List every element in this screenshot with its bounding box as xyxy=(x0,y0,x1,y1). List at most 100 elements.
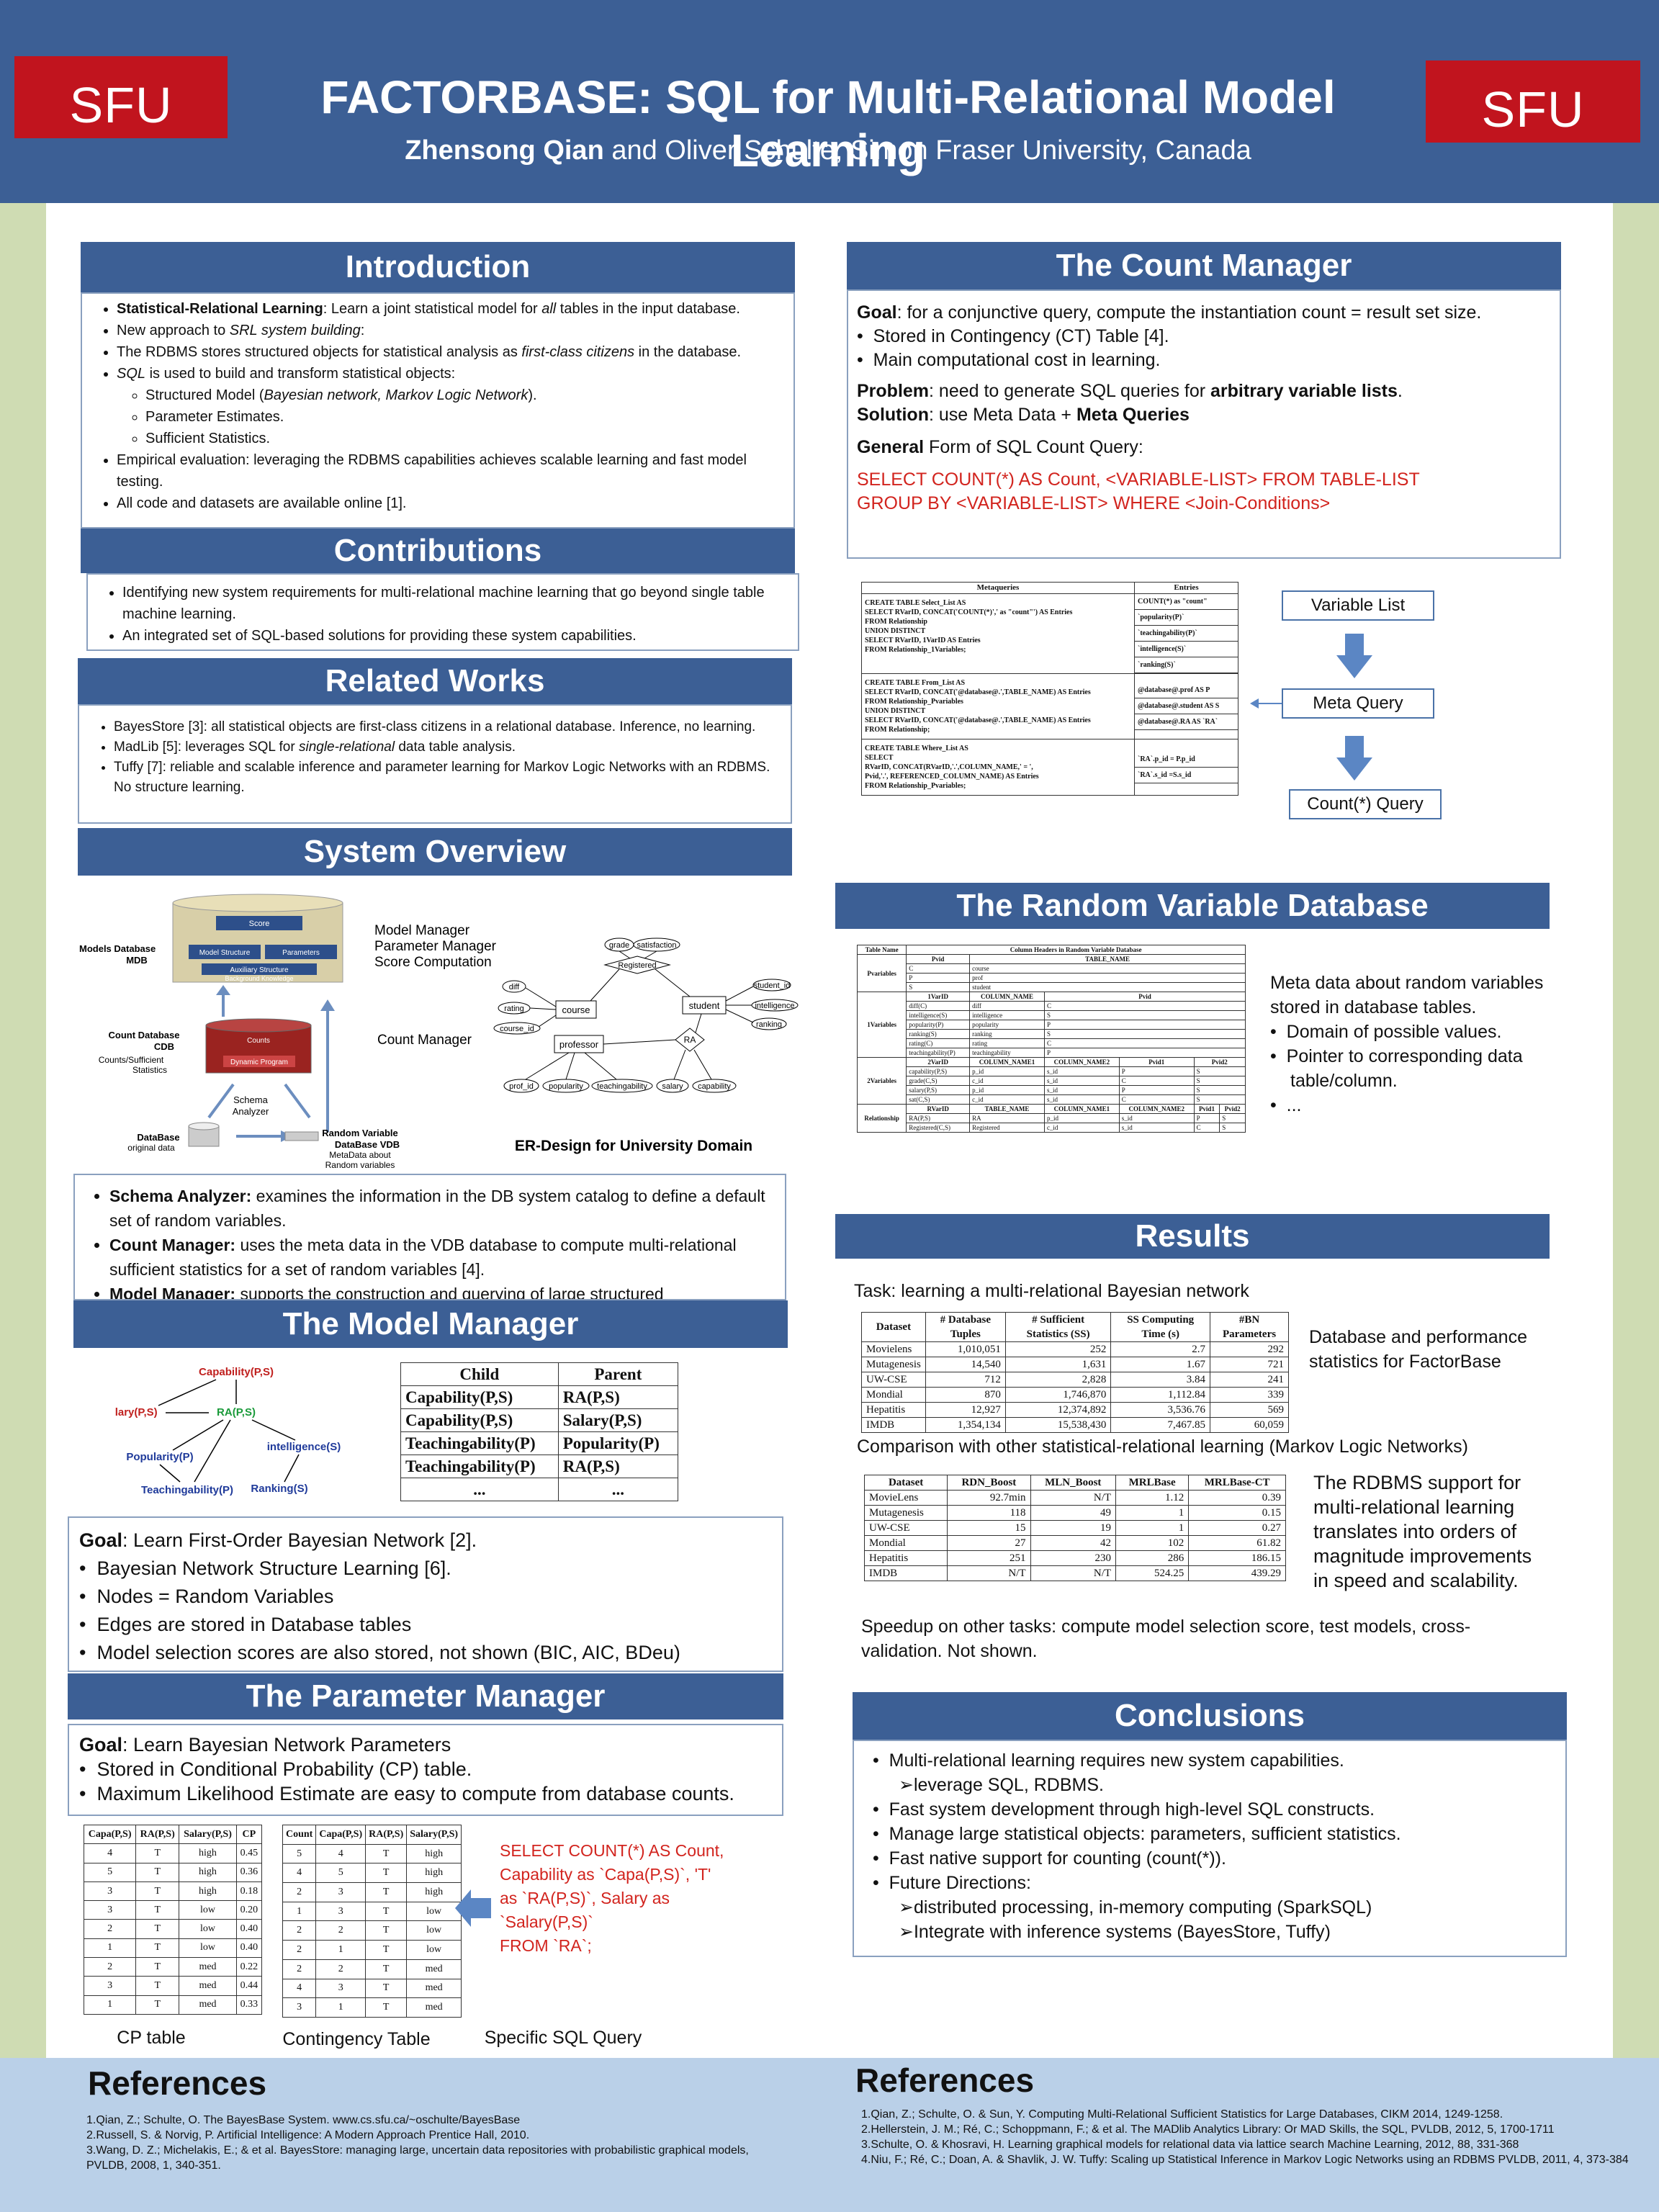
er-capability: capability xyxy=(698,1082,731,1091)
table-cell: 1,746,870 xyxy=(1004,1387,1112,1403)
contrib-item: Identifying new system requirements for … xyxy=(122,582,788,625)
er-edge xyxy=(525,987,557,1007)
text: ). xyxy=(528,387,537,403)
er-edge xyxy=(525,1052,570,1080)
table-cell: 2 xyxy=(282,1940,317,1960)
cdb-label: CDB xyxy=(154,1041,174,1052)
table-cell: S xyxy=(1193,1094,1246,1105)
count-solution: Solution: use Meta Data + Meta Queries xyxy=(857,403,1551,427)
table-cell: 5 xyxy=(315,1863,367,1884)
er-edge xyxy=(603,1039,676,1045)
table-cell: p_id xyxy=(969,1066,1045,1076)
text: Pointer to corresponding data table/colu… xyxy=(1286,1046,1523,1091)
er-attr-student-id xyxy=(752,979,791,992)
table-cell: salary(P,S) xyxy=(906,1085,971,1095)
table-cell: 1,631 xyxy=(1004,1357,1112,1372)
table-cell: 1 xyxy=(315,1997,367,2018)
table-cell: intelligence(S) xyxy=(906,1010,971,1020)
table-cell: P xyxy=(1043,1020,1246,1030)
model-bullet: • Edges are stored in Database tables xyxy=(79,1614,412,1635)
table-cell: 27 xyxy=(947,1535,1031,1551)
metaquery-line: CREATE TABLE Select_List AS xyxy=(865,599,966,607)
er-attr-prof-id xyxy=(503,1079,539,1093)
model-heading: The Model Manager xyxy=(73,1300,788,1348)
table-cell: low xyxy=(406,1940,462,1960)
table-cell: T xyxy=(135,1881,180,1902)
table-cell: 712 xyxy=(925,1372,1006,1388)
table-cell: 0.27 xyxy=(1188,1520,1286,1536)
er-teachingability: teachingability xyxy=(597,1082,647,1091)
table-header-cell: 2VarID xyxy=(906,1057,971,1067)
count-db-label: Count Database xyxy=(109,1030,180,1040)
table-header-cell: Capa(P,S) xyxy=(315,1825,367,1845)
param-bullet: • Stored in Conditional Probability (CP)… xyxy=(79,1758,472,1780)
table-cell: 3 xyxy=(315,1882,367,1902)
text: Bayesian Network Structure Learning [6]. xyxy=(96,1557,451,1579)
vdb-label: DataBase VDB xyxy=(335,1139,400,1150)
table-cell: s_id xyxy=(1043,1066,1120,1076)
entries-cell: COUNT(*) as "count"`popularity(P)``teach… xyxy=(1134,593,1238,674)
table-cell: 286 xyxy=(1115,1550,1190,1566)
left-arrow-icon xyxy=(455,1889,491,1927)
rvars-label: Random variables xyxy=(325,1160,395,1168)
reference-item: 2.Hellerstein, J. M.; Ré, C.; Schoppmann… xyxy=(861,2123,1555,2136)
entry-line: @database@.RA AS `RA` xyxy=(1135,714,1238,730)
table-cell: T xyxy=(365,1920,408,1941)
table-cell: 0.40 xyxy=(235,1938,263,1959)
table-header-cell: Entries xyxy=(1134,582,1238,594)
count-heading: The Count Manager xyxy=(847,242,1561,289)
edge-ra-popularity xyxy=(172,1419,224,1451)
table-cell: 1 xyxy=(1115,1505,1190,1521)
table-cell: diff(C) xyxy=(906,1001,971,1011)
text: Structured Model ( xyxy=(145,387,264,403)
node-intelligence: intelligence(S) xyxy=(267,1441,341,1453)
table-cell: 15,538,430 xyxy=(1004,1417,1112,1433)
conclusion-subitem: ➢Integrate with inference systems (Bayes… xyxy=(899,1922,1331,1942)
count-manager-label: Count Manager xyxy=(377,1033,472,1048)
intro-bullet: New approach to SRL system building: xyxy=(117,320,783,341)
contrib-item: An integrated set of SQL-based solutions… xyxy=(122,625,788,647)
table-cell: Hepatitis xyxy=(863,1550,948,1566)
table-cell: 3.84 xyxy=(1110,1372,1210,1388)
table-cell: S xyxy=(1193,1076,1246,1086)
rvdb-heading: The Random Variable Database xyxy=(835,883,1550,929)
edge-popularity-teaching xyxy=(159,1464,181,1483)
table-cell: 3 xyxy=(83,1881,137,1902)
table-cell: T xyxy=(365,1901,408,1922)
table-cell: 14,540 xyxy=(925,1357,1006,1372)
caption-contingency-table: Contingency Table xyxy=(282,2029,431,2049)
table-cell: C xyxy=(906,963,971,974)
cell: Teachingability(P) xyxy=(400,1431,559,1455)
metaquery-line: FROM Relationship xyxy=(865,618,927,626)
table-cell: 118 xyxy=(947,1505,1031,1521)
count-box: Goal: for a conjunctive query, compute t… xyxy=(847,289,1561,559)
table-cell: 2 xyxy=(282,1882,317,1902)
conclusion-item: • Fast native support for counting (coun… xyxy=(873,1848,1226,1869)
table-header-cell: COLUMN_NAME1 xyxy=(969,1057,1045,1067)
text: . xyxy=(1397,381,1403,401)
arrowhead xyxy=(1250,698,1259,709)
table-cell: 3 xyxy=(83,1976,137,1996)
model-manager-label: Model Manager xyxy=(374,923,470,938)
entry-line: COUNT(*) as "count" xyxy=(1135,594,1238,610)
text: New approach to xyxy=(117,323,230,338)
analyzer-label: Analyzer xyxy=(233,1106,269,1117)
rvdb-desc-text: Meta data about random variables stored … xyxy=(1270,973,1544,1017)
table-cell: 1.12 xyxy=(1115,1490,1190,1506)
results-table2-caption: The RDBMS support for multi-relational l… xyxy=(1313,1472,1532,1591)
